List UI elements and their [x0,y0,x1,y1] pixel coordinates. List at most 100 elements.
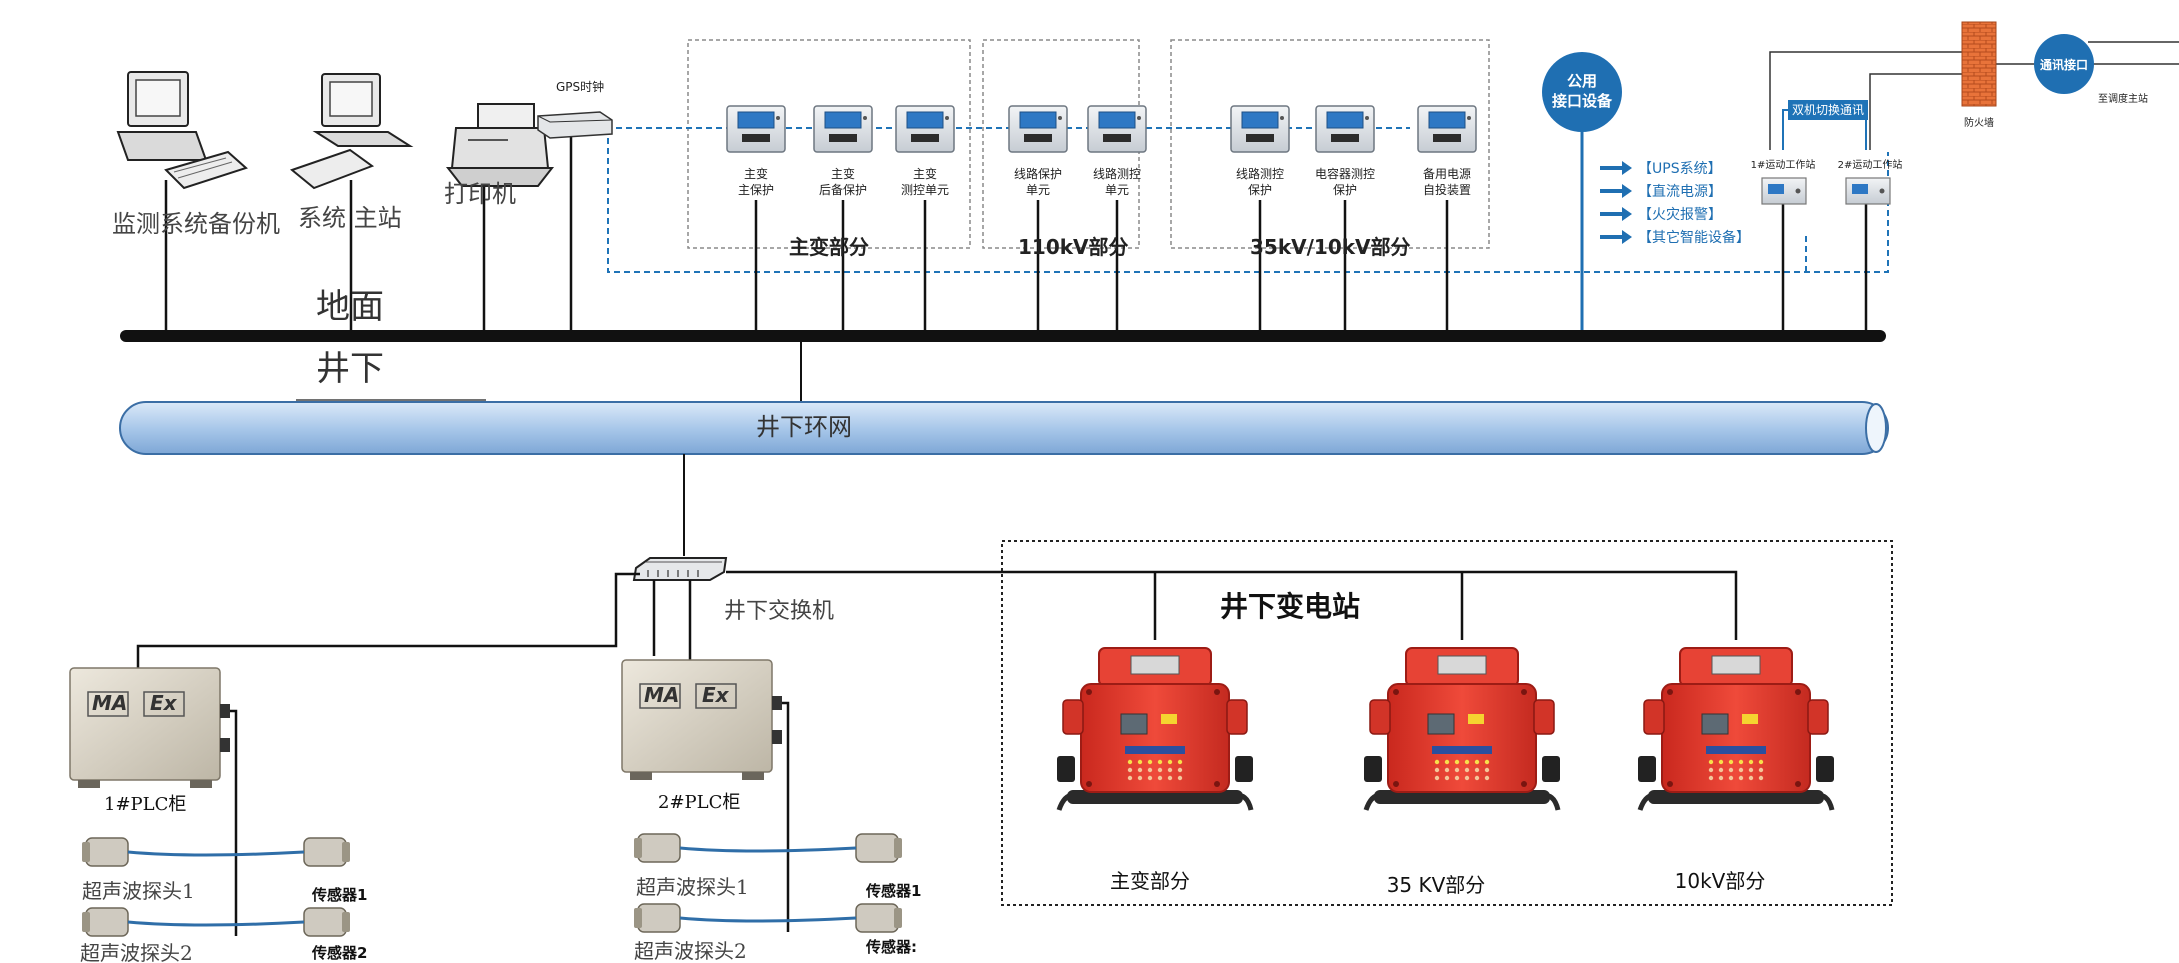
plc2-label: 2#PLC柜 [658,792,740,813]
plc1-probe2-label: 超声波探头2 [80,941,193,963]
computer-master-icon [289,73,414,190]
computer-backup-icon [116,71,248,190]
firewall-label: 防火墙 [1964,116,1994,129]
plc2-probe1-label: 超声波探头1 [636,875,749,899]
substation-unit-35kv-label: 35 KV部分 [1387,873,1486,897]
device-label-line2: 后备保护 [819,183,867,197]
plc1-sensor1-label: 传感器1 [311,886,367,904]
system-ups: 【UPS系统】 [1638,161,1722,177]
plc1-sensor2-label: 传感器2 [311,944,367,962]
device-label-line1: 线路测控 [1093,166,1141,181]
device-label-line1: 线路测控 [1236,166,1284,181]
switch-links [136,570,1738,668]
device-label-line2: 单元 [1105,183,1129,197]
ma-badge: MA [92,691,127,715]
switchgear-cabinet-0 [1056,647,1254,811]
gps-clock-label: GPS时钟 [556,79,604,94]
device-label-line2: 主保护 [738,183,774,197]
substation-title: 井下变电站 [1220,590,1360,623]
firewall-icon [1961,21,1997,107]
workstation-2-icon [1845,177,1891,205]
group-label-110kv: 110kV部分 [1018,235,1129,259]
plc-cabinet-1: MA Ex [69,667,350,937]
underground-ring-pipe [119,401,1889,455]
substation-unit-10kv-label: 10kV部分 [1675,869,1766,893]
workstation-2-label: 2#运动工作站 [1838,158,1903,171]
group-label-35kv-10kv: 35kV/10kV部分 [1250,235,1411,259]
plc1-probe1-label: 超声波探头1 [82,879,195,903]
system-dc-power: 【直流电源】 [1638,183,1722,200]
public-interface-line2: 接口设备 [1552,92,1613,110]
ex-badge: Ex [702,683,730,707]
sensor-icon [303,837,350,867]
computer-master-label: 系统 主站 [298,204,402,232]
plc1-label: 1#PLC柜 [104,794,186,815]
plc2-sensor2-label: 传感器: [865,938,917,956]
ring-label: 井下环网 [756,413,852,441]
ultrasonic-probe-icon [634,833,681,863]
computer-backup-label: 监测系统备份机 [112,210,280,238]
dual-switch-box [1788,100,1868,120]
switchgear-cabinet-2 [1637,647,1835,811]
dual-switch-label: 双机切换通讯 [1792,103,1864,117]
system-arrows [1600,161,1632,244]
cabinets-layer [1056,647,1835,811]
ultrasonic-probe-icon [82,907,129,937]
comm-interface-circle [2034,34,2094,94]
ma-badge: MA [644,683,679,707]
workstation-1-icon [1761,177,1807,205]
underground-label: 井下 [316,349,384,389]
workstation-1-label: 1#运动工作站 [1751,158,1816,171]
switch-label: 井下交换机 [724,599,834,624]
device-label-line1: 主变 [744,166,768,181]
public-interface-circle [1542,52,1622,132]
ex-badge: Ex [150,691,178,715]
blue-return-loop [607,128,1889,273]
sensor-icon [855,903,902,933]
device-label-line2: 保护 [1248,183,1272,197]
plc2-sensor1-label: 传感器1 [865,882,921,900]
device-label-line2: 保护 [1333,183,1357,197]
group-box-main-transformer [687,39,971,249]
devices-layer: 主变主保护主变后备保护主变测控单元线路保护单元线路测控单元线路测控保护电容器测控… [726,105,1477,197]
device-label-line1: 线路保护 [1014,166,1062,181]
ultrasonic-probe-icon [634,903,681,933]
sensor-icon [303,907,350,937]
group-box-35kv-10kv [1170,39,1490,249]
bus-drops [164,132,1868,330]
sensor-icon [855,833,902,863]
underground-switch-icon [632,557,728,581]
ultrasonic-probe-icon [82,837,129,867]
substation-box [1001,540,1893,906]
gps-clock-icon [537,111,613,139]
dispatch-label: 至调度主站 [2098,92,2148,105]
device-label-line1: 主变 [913,166,937,181]
device-label-line1: 主变 [831,166,855,181]
device-label-line1: 电容器测控 [1315,166,1375,181]
device-label-line2: 测控单元 [901,183,949,197]
ground-label: 地面 [316,287,384,327]
system-fire-alarm: 【火灾报警】 [1638,206,1722,223]
plc2-probe2-label: 超声波探头2 [634,939,747,963]
plc-layer: MA Ex MA Ex [69,659,902,937]
public-interface-line1: 公用 [1567,72,1597,90]
comm-interface-label: 通讯接口 [2040,57,2088,72]
device-label-line1: 备用电源 [1423,167,1471,181]
system-other-smart: 【其它智能设备】 [1638,229,1750,246]
switchgear-cabinet-1 [1363,647,1561,811]
printer-label: 打印机 [444,180,516,208]
device-label-line2: 单元 [1026,183,1050,197]
group-label-main-transformer: 主变部分 [789,235,869,259]
printer-icon [445,103,555,187]
device-label-line2: 自投装置 [1423,182,1471,197]
substation-unit-main-label: 主变部分 [1110,869,1190,893]
